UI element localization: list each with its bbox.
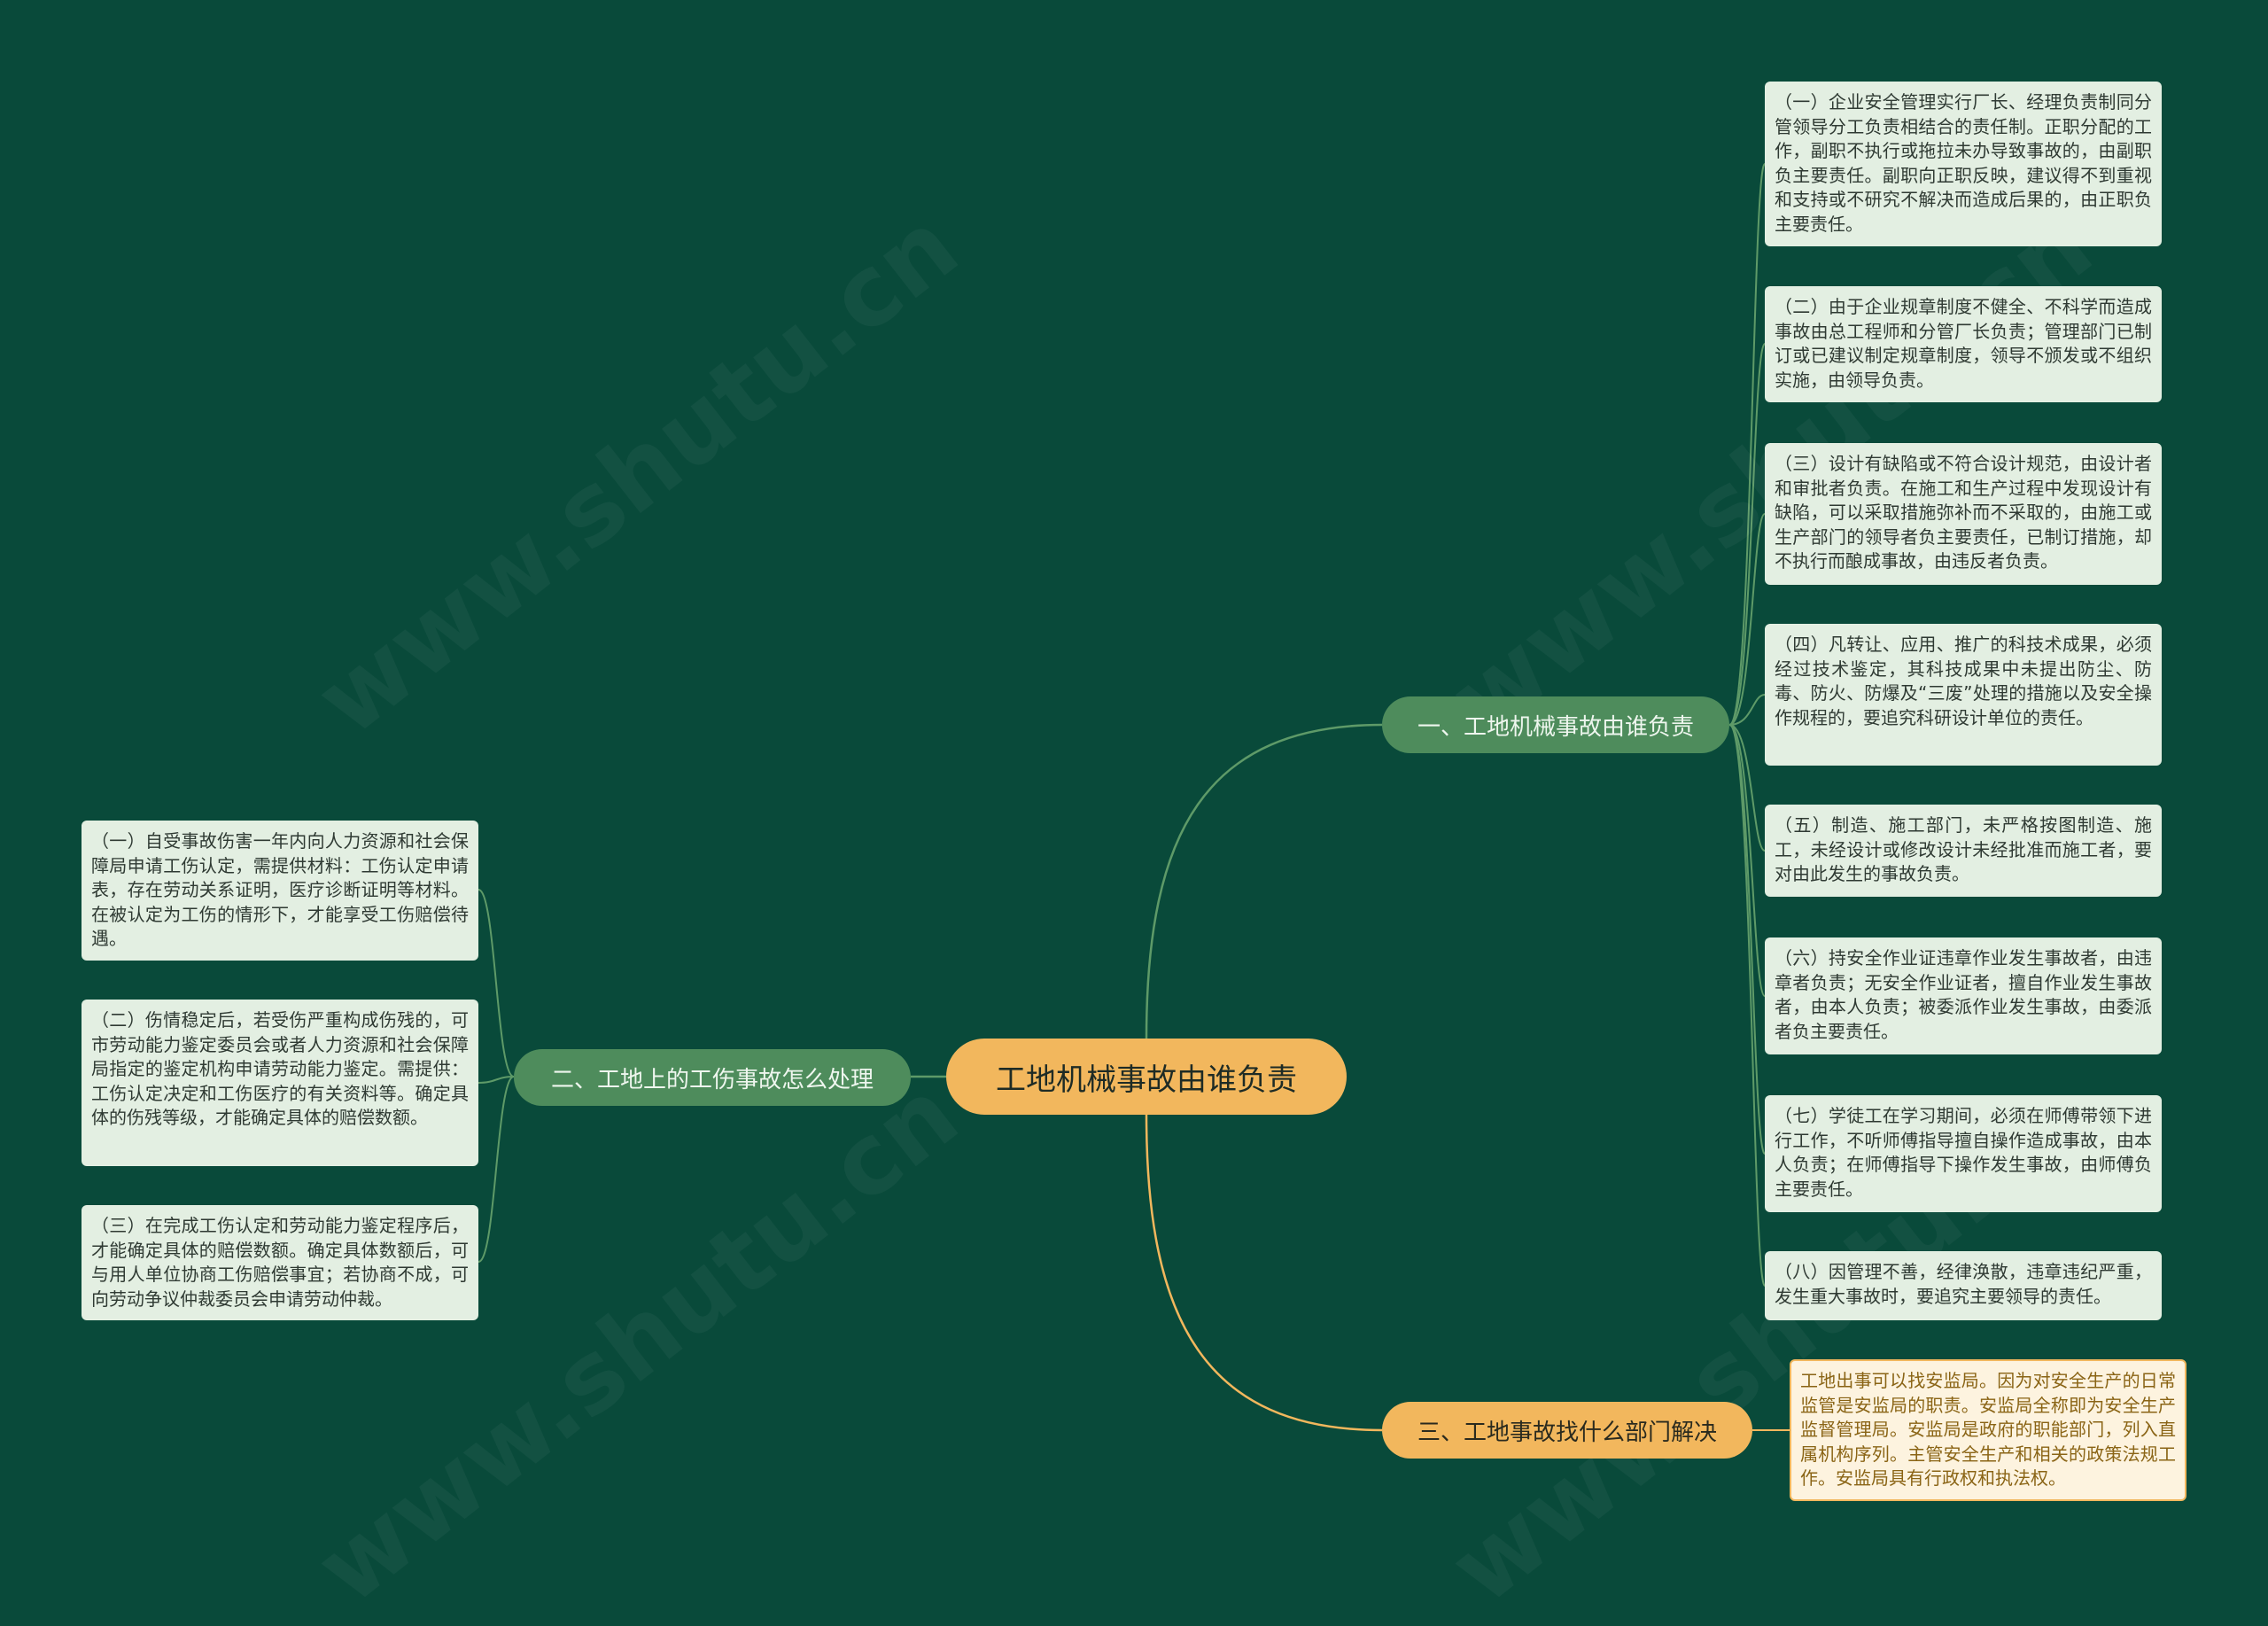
link-b2-leaf3 [478, 1076, 515, 1263]
leaf-responsibility-6[interactable]: （六）持安全作业证违章作业发生事故者，由违章者负责；无安全作业证者，擅自作业发生… [1765, 937, 2162, 1054]
link-b1-leaf4 [1728, 694, 1766, 726]
link-b1-leaf8 [1728, 724, 1766, 1287]
leaf-responsibility-1[interactable]: （一）企业安全管理实行厂长、经理负责制同分管领导分工负责相结合的责任制。正职分配… [1765, 82, 2162, 246]
link-b1-leaf7 [1728, 724, 1766, 1155]
root-topic[interactable]: 工地机械事故由谁负责 [946, 1039, 1347, 1115]
link-b1-leaf3 [1728, 513, 1766, 726]
leaf-injury-2[interactable]: （二）伤情稳定后，若受伤严重构成伤残的，可市劳动能力鉴定委员会或者人力资源和社会… [82, 1000, 478, 1166]
link-b2-leaf2 [478, 1076, 515, 1084]
leaf-responsibility-7[interactable]: （七）学徒工在学习期间，必须在师傅带领下进行工作，不听师傅指导擅自操作造成事故，… [1765, 1095, 2162, 1212]
link-root-branch1 [1145, 723, 1383, 1039]
leaf-responsibility-2[interactable]: （二）由于企业规章制度不健全、不科学而造成事故由总工程师和分管厂长负责；管理部门… [1765, 286, 2162, 402]
leaf-department-note[interactable]: 工地出事可以找安监局。因为对安全生产的日常监管是安监局的职责。安监局全称即为安全… [1790, 1359, 2186, 1501]
leaf-responsibility-3[interactable]: （三）设计有缺陷或不符合设计规范，由设计者和审批者负责。在施工和生产过程中发现设… [1765, 443, 2162, 585]
leaf-injury-3[interactable]: （三）在完成工伤认定和劳动能力鉴定程序后，才能确定具体的赔偿数额。确定具体数额后… [82, 1205, 478, 1320]
branch-who-responsible[interactable]: 一、工地机械事故由谁负责 [1382, 696, 1729, 753]
link-b2-leaf1 [478, 889, 515, 1078]
branch-injury-handling[interactable]: 二、工地上的工伤事故怎么处理 [514, 1049, 911, 1106]
mindmap-connectors [478, 163, 1790, 1432]
leaf-responsibility-5[interactable]: （五）制造、施工部门，未严格按图制造、施工，未经设计或修改设计未经批准而施工者，… [1765, 805, 2162, 897]
mindmap-canvas: www.shutu.cn www.shutu.cn www.shutu.cn w… [82, 82, 2186, 1626]
leaf-injury-1[interactable]: （一）自受事故伤害一年内向人力资源和社会保障局申请工伤认定，需提供材料：工伤认定… [82, 821, 478, 961]
link-root-branch3 [1145, 1114, 1383, 1432]
link-b1-leaf5 [1728, 724, 1766, 852]
link-b1-leaf6 [1728, 724, 1766, 997]
leaf-responsibility-4[interactable]: （四）凡转让、应用、推广的科技术成果，必须经过技术鉴定，其科技成果中未提出防尘、… [1765, 624, 2162, 766]
link-b1-leaf2 [1728, 343, 1766, 726]
branch-which-department[interactable]: 三、工地事故找什么部门解决 [1382, 1402, 1752, 1459]
leaf-responsibility-8[interactable]: （八）因管理不善，经律涣散，违章违纪严重，发生重大事故时，要追究主要领导的责任。 [1765, 1251, 2162, 1320]
link-b1-leaf1 [1728, 163, 1766, 726]
